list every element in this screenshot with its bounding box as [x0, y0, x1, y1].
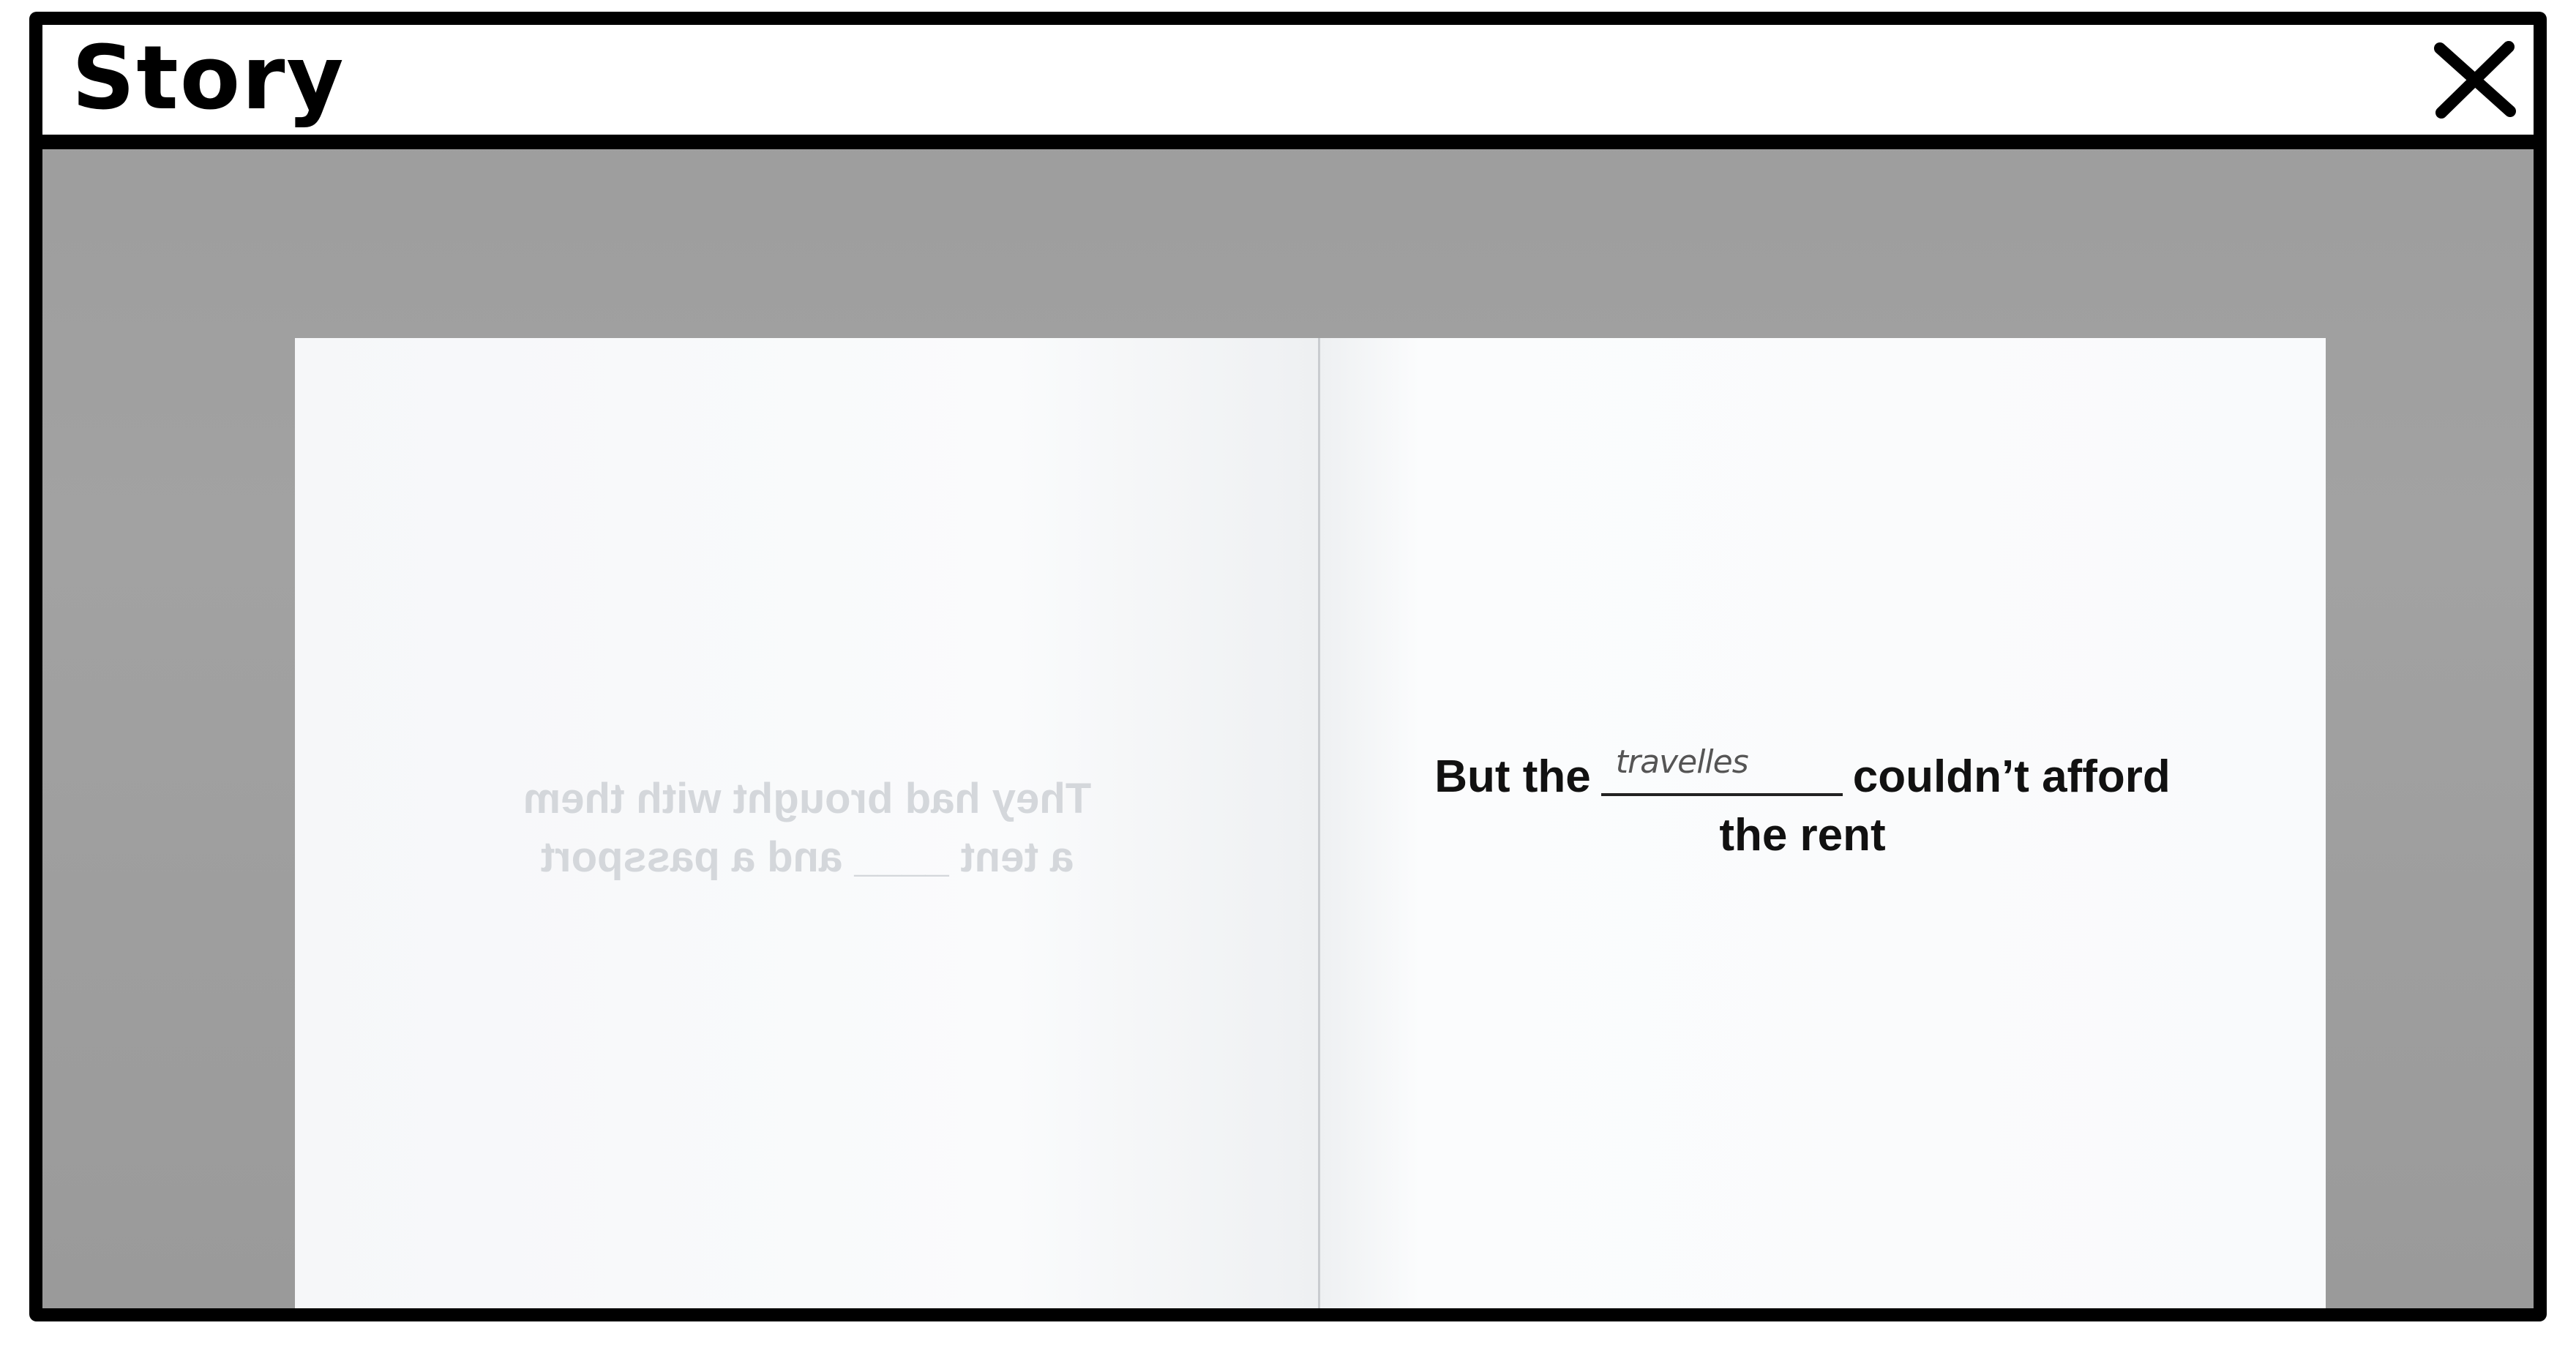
sentence-part-after: couldn’t afford — [1852, 751, 2171, 802]
ghost-line-1: They had brought with them — [523, 775, 1092, 822]
right-page: But the travelles couldn’t afford the rent — [1319, 338, 2326, 1308]
answer-blank[interactable]: travelles — [1600, 743, 1843, 796]
book-spine — [1318, 338, 1320, 1308]
story-window: Story They had brought with them a tent … — [29, 12, 2547, 1321]
ghost-line-2: a tent ____ and a passport — [540, 833, 1074, 881]
close-icon[interactable] — [2431, 40, 2519, 120]
handwritten-answer: travelles — [1615, 743, 1749, 781]
window-title: Story — [72, 28, 345, 130]
story-sentence: But the travelles couldn’t afford the rent — [1400, 743, 2205, 865]
sentence-line-2: the rent — [1719, 810, 1886, 860]
title-bar: Story — [42, 25, 2534, 149]
show-through-text: They had brought with them a tent ____ a… — [478, 770, 1137, 887]
sentence-part-before: But the — [1434, 751, 1591, 802]
left-page: They had brought with them a tent ____ a… — [295, 338, 1319, 1308]
book-spread: They had brought with them a tent ____ a… — [295, 338, 2326, 1308]
